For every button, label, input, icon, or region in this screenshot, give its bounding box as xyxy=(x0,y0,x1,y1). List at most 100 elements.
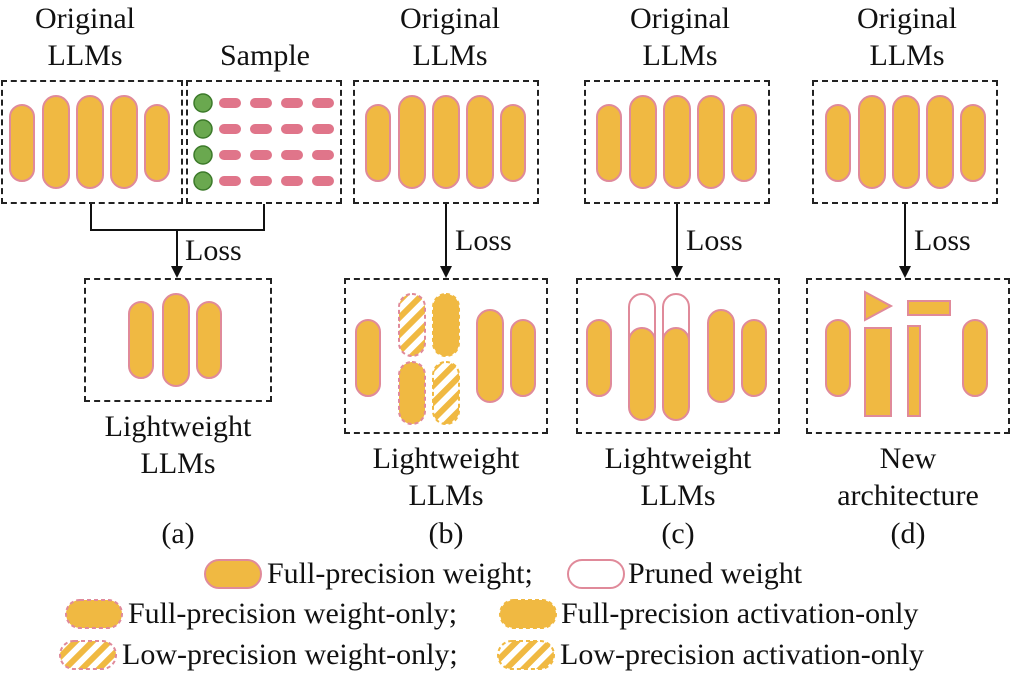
panel-d-weights xyxy=(825,95,986,189)
panel-d-arrowhead xyxy=(899,266,911,278)
weight-bar xyxy=(596,104,622,182)
panel-b-caption: (b) xyxy=(428,517,464,550)
panel-b-result-weights xyxy=(355,293,536,425)
weight-bar xyxy=(76,95,104,189)
panel-a-bracket-left xyxy=(90,204,92,230)
legend-fp-activation-only-icon xyxy=(499,599,557,629)
weight-bar xyxy=(432,95,460,189)
weight-bar xyxy=(825,104,851,182)
panel-c-arrow-line xyxy=(676,204,678,266)
panel-d-result-box xyxy=(806,278,1010,434)
sample-row xyxy=(193,119,334,139)
panel-b-arrow-line xyxy=(445,204,447,266)
weight-bar xyxy=(707,309,735,403)
legend-fp-weight-only-icon xyxy=(65,599,123,629)
weight-bar xyxy=(586,319,612,397)
legend-lp-activation-only: Low-precision activation-only xyxy=(560,638,925,671)
panel-d-arrow-line xyxy=(904,204,906,266)
panel-a-bracket-right xyxy=(263,204,265,230)
legend-lp-activation-only-icon xyxy=(497,640,555,670)
panel-a-sample-label: Sample xyxy=(220,39,310,72)
sample-row xyxy=(193,171,334,191)
legend-fp-activation-only: Full-precision activation-only xyxy=(561,597,919,630)
triangle-block xyxy=(864,290,894,322)
weight-bar xyxy=(628,327,656,421)
weight-bar xyxy=(365,104,391,182)
legend-full-precision-weight: Full-precision weight; xyxy=(267,557,533,590)
weight-bar xyxy=(398,95,426,189)
legend-pruned-weight-icon xyxy=(567,559,625,589)
weight-bar xyxy=(500,104,526,182)
panel-c-original-label: Original LLMs xyxy=(630,2,730,72)
panel-c-loss-label: Loss xyxy=(686,224,743,257)
panel-a-loss-label: Loss xyxy=(185,234,242,267)
panel-b-original-label: Original LLMs xyxy=(400,2,500,72)
panel-a-arrowhead xyxy=(171,266,183,278)
legend-pruned-weight: Pruned weight xyxy=(628,557,803,590)
panel-b-result-label: Lightweight LLMs xyxy=(372,442,520,512)
weight-bar xyxy=(629,95,657,189)
fp-weight-only-half xyxy=(398,361,426,425)
panel-c-original-box xyxy=(584,80,770,204)
weight-bar xyxy=(510,319,536,397)
weight-bar xyxy=(355,319,381,397)
panel-c-result-box xyxy=(576,278,780,434)
lp-activation-only-half xyxy=(432,361,460,425)
weight-bar xyxy=(466,95,494,189)
legend-lp-weight-only: Low-precision weight-only; xyxy=(122,638,458,671)
weight-bar xyxy=(128,301,154,379)
legend-lp-weight-only-icon xyxy=(59,640,117,670)
panel-a-original-box xyxy=(1,80,183,204)
weight-bar xyxy=(926,95,954,189)
panel-b-arrowhead xyxy=(440,266,452,278)
panel-a-arrow-line xyxy=(176,229,178,267)
thin-block xyxy=(907,325,921,417)
panel-d-result-label: New architecture xyxy=(837,442,979,512)
weight-bar xyxy=(196,301,222,379)
weight-bar xyxy=(858,95,886,189)
lp-weight-only-half xyxy=(398,293,426,357)
sample-row xyxy=(193,145,334,165)
panel-d-original-box xyxy=(812,80,998,204)
bar-block xyxy=(907,300,951,316)
panel-a-result-label: Lightweight LLMs xyxy=(104,410,252,480)
panel-c-result-weights xyxy=(586,293,767,421)
panel-b-weights xyxy=(365,95,526,189)
legend-fp-weight-only: Full-precision weight-only; xyxy=(128,597,458,630)
weight-bar xyxy=(741,319,767,397)
weight-bar xyxy=(476,309,504,403)
fp-activation-only-half xyxy=(432,293,460,357)
legend-icons xyxy=(59,559,625,670)
weight-bar xyxy=(162,293,190,387)
tall-block xyxy=(864,327,892,417)
panel-a-weights xyxy=(9,95,170,189)
weight-bar xyxy=(960,104,986,182)
weight-bar xyxy=(731,104,757,182)
weight-bar xyxy=(662,327,690,421)
panel-a-sample-rows xyxy=(193,93,334,191)
panel-d-result-shapes xyxy=(825,290,988,417)
panel-d-loss-label: Loss xyxy=(914,224,971,257)
weight-bar xyxy=(962,319,988,397)
panel-b-loss-label: Loss xyxy=(455,224,512,257)
panel-d-caption: (d) xyxy=(890,517,926,550)
panel-a-sample-box xyxy=(186,80,342,204)
panel-c-arrowhead xyxy=(671,266,683,278)
panel-a-original-label: Original LLMs xyxy=(35,2,135,72)
panel-c-weights xyxy=(596,95,757,189)
legend-full-precision-weight-icon xyxy=(204,559,262,589)
weight-bar xyxy=(110,95,138,189)
weight-bar xyxy=(144,104,170,182)
panel-a-caption: (a) xyxy=(161,517,195,550)
sample-row xyxy=(193,93,334,113)
panel-b-original-box xyxy=(353,80,539,204)
weight-bar xyxy=(42,95,70,189)
panel-b-result-box xyxy=(344,278,548,434)
panel-c-result-label: Lightweight LLMs xyxy=(604,442,752,512)
panel-d-original-label: Original LLMs xyxy=(857,2,957,72)
weight-bar xyxy=(892,95,920,189)
panel-a-result-box xyxy=(84,278,272,402)
weight-bar xyxy=(825,319,851,397)
panel-c-caption: (c) xyxy=(661,517,695,550)
